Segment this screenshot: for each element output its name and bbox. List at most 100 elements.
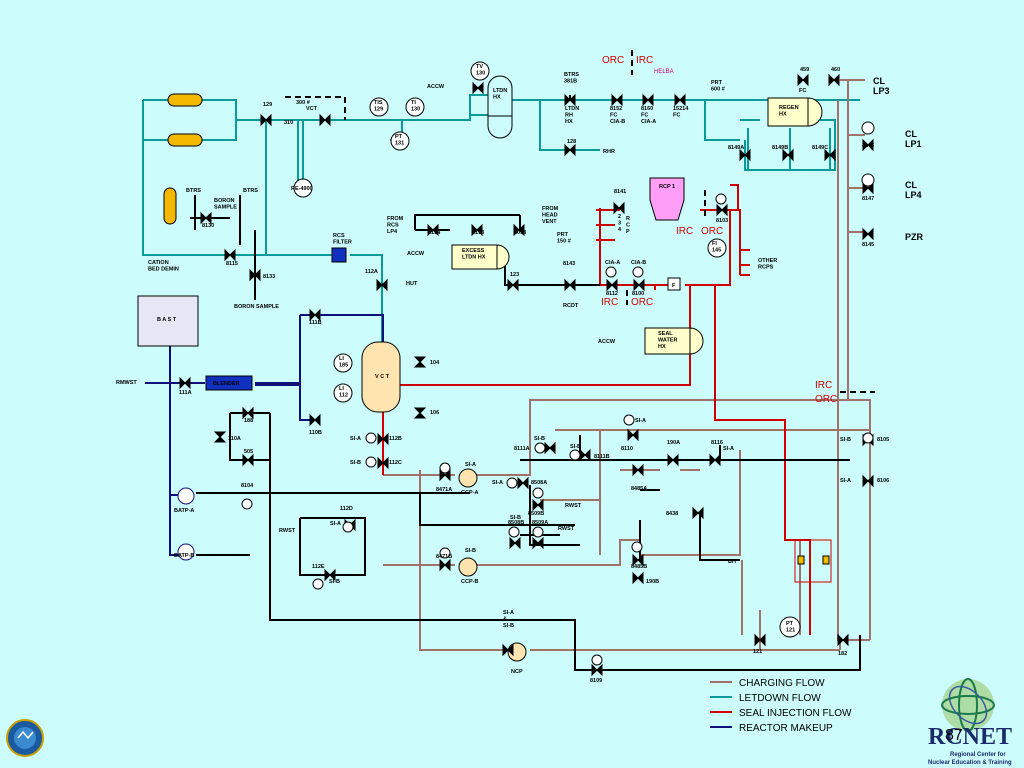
- valve-8106[interactable]: [862, 474, 874, 488]
- valve-106[interactable]: [413, 407, 427, 419]
- valve-182[interactable]: [837, 633, 849, 647]
- valve-8438[interactable]: [692, 506, 704, 520]
- label-v190b: 190B: [646, 579, 659, 585]
- valve-112b[interactable]: [377, 432, 389, 446]
- valve-112c[interactable]: [377, 456, 389, 470]
- label-batp-b: BATP-B: [174, 553, 194, 559]
- makeup-piping: [145, 314, 384, 556]
- valve-8098[interactable]: [513, 223, 525, 237]
- valve-104[interactable]: [413, 356, 427, 368]
- valve-8485a[interactable]: [632, 463, 644, 477]
- valve-8115[interactable]: [224, 248, 236, 262]
- label-irc-low: IRC: [601, 297, 618, 308]
- valve-8111b[interactable]: [579, 448, 591, 462]
- valve-8111a[interactable]: [544, 441, 556, 455]
- label-v110a: 110A: [228, 436, 241, 442]
- valve-110a[interactable]: [213, 431, 227, 443]
- valve-8141[interactable]: [613, 201, 625, 215]
- valve-8146[interactable]: [862, 138, 874, 152]
- label-v8509a: 8509A: [532, 520, 548, 526]
- valve-8149b[interactable]: [782, 148, 794, 162]
- valve-8152[interactable]: [611, 93, 623, 107]
- label-vct-lbl: VCT: [306, 106, 318, 112]
- label-v8116: 8116: [711, 440, 723, 446]
- valve-8133[interactable]: [249, 268, 261, 282]
- label-rcdt: RCDT: [563, 303, 579, 309]
- valve-121[interactable]: [754, 633, 766, 647]
- label-v8106: 8106: [877, 478, 889, 484]
- valve-8143[interactable]: [564, 278, 576, 292]
- valve-8145[interactable]: [862, 227, 874, 241]
- valve-8130[interactable]: [200, 211, 212, 225]
- valve-190a[interactable]: [667, 453, 679, 467]
- valve-8116[interactable]: [709, 453, 721, 467]
- valve-505[interactable]: [242, 453, 254, 467]
- valve-8109[interactable]: [591, 663, 603, 677]
- valve-112e[interactable]: [324, 568, 336, 582]
- label-v104: 104: [430, 360, 440, 366]
- label-v188: 188: [244, 418, 253, 424]
- valve-8160[interactable]: [642, 93, 654, 107]
- valve-459[interactable]: [797, 73, 809, 87]
- label-v182: 182: [838, 651, 847, 657]
- label-v123: 123: [510, 272, 519, 278]
- valve-si-ab[interactable]: [502, 643, 514, 657]
- label-v106: 106: [430, 410, 439, 416]
- valve-111b[interactable]: [309, 308, 321, 322]
- label-si-a-d: SI-A: [330, 521, 341, 527]
- valve-8149a[interactable]: [739, 148, 751, 162]
- equipment: [137, 61, 832, 662]
- label-ccp-b: CCP-B: [461, 579, 478, 585]
- valve-188[interactable]: [242, 406, 254, 420]
- valve-8100[interactable]: [633, 278, 645, 292]
- label-rwst-m2: RWST: [558, 526, 575, 532]
- valve-8112[interactable]: [606, 278, 618, 292]
- label-si-b-112c: SI-B: [350, 460, 361, 466]
- valve-8509a[interactable]: [532, 536, 544, 550]
- valve-8471b[interactable]: [439, 558, 451, 572]
- valve-129[interactable]: [260, 113, 272, 127]
- valve-460[interactable]: [828, 73, 840, 87]
- valve-190b[interactable]: [632, 571, 644, 585]
- valve-8154[interactable]: [427, 223, 439, 237]
- vct-tank: [361, 341, 401, 413]
- label-si-b-8111b: SI-B: [570, 444, 581, 450]
- valve-123[interactable]: [507, 278, 519, 292]
- cation-bed-demin: [163, 187, 177, 225]
- label-rmwst: RMWST: [116, 380, 137, 386]
- pt121-instrument: [779, 616, 801, 638]
- label-si-ab: SI-A&SI-B: [503, 610, 514, 629]
- valve-15214[interactable]: [674, 93, 686, 107]
- label-v112d: 112D: [340, 506, 353, 512]
- valve-8509b[interactable]: [532, 498, 544, 512]
- valve-tv130[interactable]: [472, 81, 484, 95]
- logo-subtitle-1: Regional Center for: [950, 752, 1006, 758]
- valve-110b[interactable]: [309, 413, 321, 427]
- valve-111a[interactable]: [179, 376, 191, 390]
- label-btrs-left: BTRS: [186, 188, 201, 194]
- letdown-orifice-2: [167, 133, 203, 147]
- label-si-a-ccpa: SI-A: [465, 462, 476, 468]
- valve-8485b[interactable]: [632, 553, 644, 567]
- valve-vct-inlet[interactable]: [319, 113, 331, 127]
- valve-128[interactable]: [564, 143, 576, 157]
- valve-381b[interactable]: [564, 93, 576, 107]
- valve-8103[interactable]: [716, 203, 728, 217]
- charging-piping: [383, 80, 871, 651]
- valve-112a[interactable]: [376, 278, 388, 292]
- valve-8153[interactable]: [471, 223, 483, 237]
- valve-8149c[interactable]: [824, 148, 836, 162]
- valve-8110[interactable]: [627, 428, 639, 442]
- valve-8508a[interactable]: [517, 476, 529, 490]
- label-f-box: F: [672, 283, 676, 289]
- valve-8508b[interactable]: [509, 536, 521, 550]
- label-v8509b: 8509B: [528, 511, 544, 517]
